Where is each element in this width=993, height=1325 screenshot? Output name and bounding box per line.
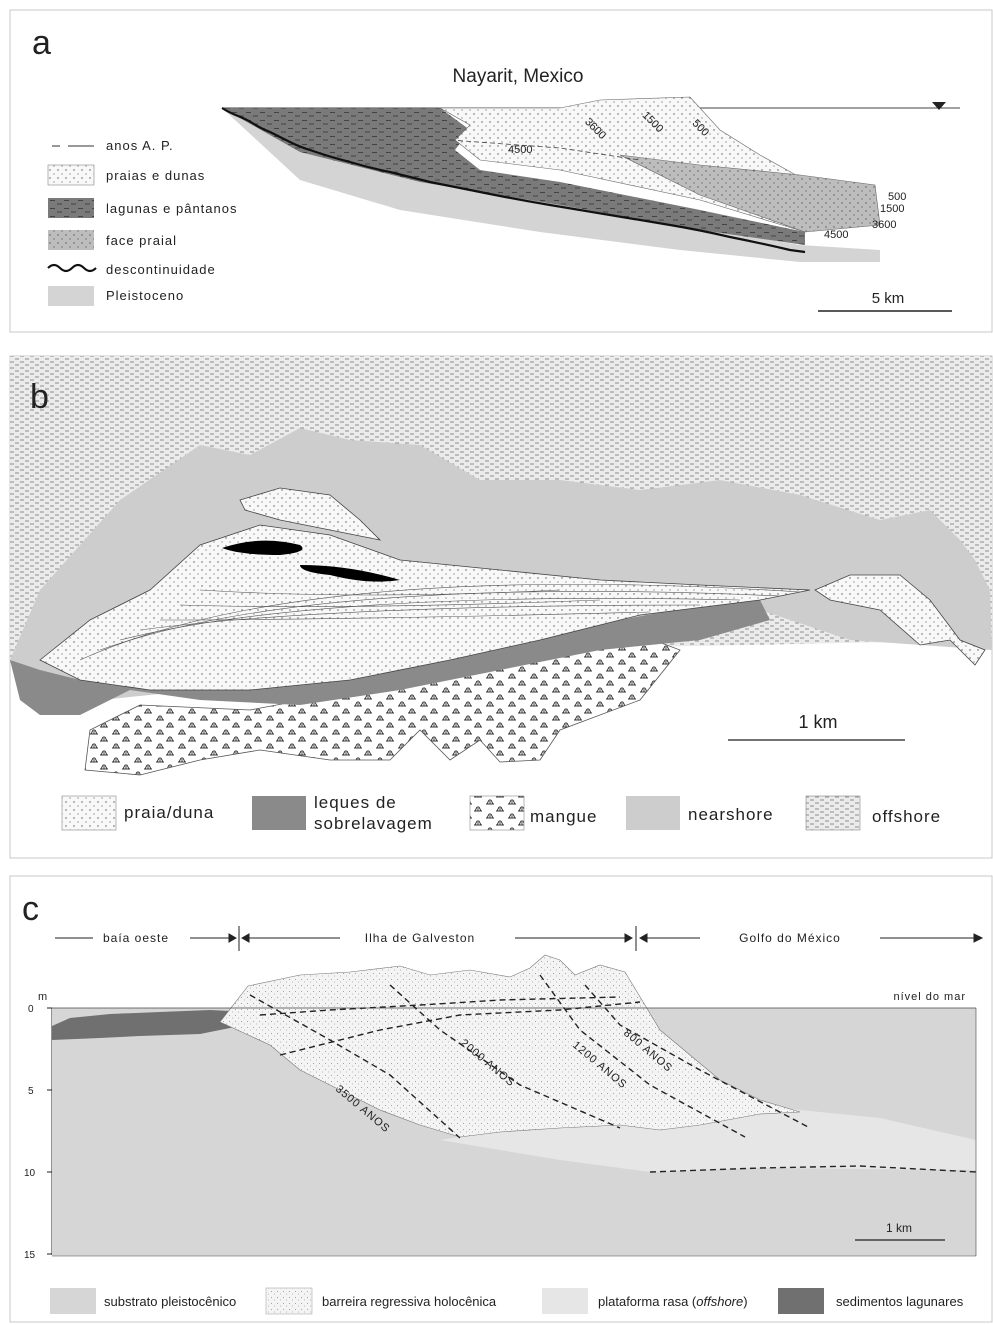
legend-swatch xyxy=(778,1288,824,1314)
y-tick-label: 5 xyxy=(28,1086,34,1097)
legend-label: barreira regressiva holocênica xyxy=(322,1294,497,1309)
panel-c-legend: substrato pleistocênico barreira regress… xyxy=(50,1287,964,1315)
legend-swatch xyxy=(48,198,94,218)
legend-label: praias e dunas xyxy=(106,168,205,183)
isochron-4500 xyxy=(449,139,641,161)
legend-swatch xyxy=(469,795,525,831)
panel-a-frame xyxy=(9,9,993,333)
legend-label: descontinuidade xyxy=(106,262,216,277)
legend-swatch xyxy=(61,795,117,831)
offshore-shelf xyxy=(440,1100,976,1172)
scale-label: 1 km xyxy=(886,1221,912,1235)
y-ticks: 0 5 10 15 xyxy=(24,1004,52,1261)
lagoon-sediments xyxy=(52,1010,262,1040)
legend-label: substrato pleistocênico xyxy=(104,1294,236,1309)
beach-ridge-east xyxy=(814,574,986,666)
section-label: baía oeste xyxy=(103,931,169,945)
legend-label: nearshore xyxy=(688,805,774,824)
sea-level-marker-icon xyxy=(932,102,946,110)
panel-b-legend: praia/duna leques de sobrelavagem mangue… xyxy=(61,793,941,833)
age-label: 1500 xyxy=(880,203,904,215)
spit xyxy=(239,487,382,541)
panel-a-legend: anos A. P. praias e dunas lagunas e pânt… xyxy=(47,138,237,306)
legend-swatch xyxy=(252,796,306,830)
panel-a-title: Nayarit, Mexico xyxy=(453,66,584,87)
legend-swatch xyxy=(265,1287,313,1315)
panel-b-letter: b xyxy=(30,378,49,416)
scale-label: 5 km xyxy=(872,290,905,307)
panel-c-letter: c xyxy=(22,890,39,928)
legend-label: praia/duna xyxy=(124,803,214,822)
panel-a-letter: a xyxy=(32,24,51,62)
panel-b: b 1 km praia/duna l xyxy=(9,355,993,859)
y-axis-unit: m xyxy=(38,991,47,1003)
legend-label: plataforma rasa (offshore) xyxy=(598,1294,748,1309)
legend-swatch xyxy=(48,230,94,250)
legend-swatch xyxy=(48,286,94,306)
shoreface-layer xyxy=(619,154,881,233)
legend-swatch xyxy=(47,164,95,186)
lagoon-layer xyxy=(222,108,805,245)
age-label: 4500 xyxy=(824,229,848,241)
legend-label: sedimentos lagunares xyxy=(836,1294,964,1309)
section-arrows xyxy=(55,926,984,951)
age-label: 500 xyxy=(888,191,906,203)
panel-a: a Nayarit, Mexico 4500 3600 1500 500 500… xyxy=(9,9,993,333)
panel-c: c baía oeste Ilha de Galveston Golfo do … xyxy=(9,875,993,1323)
legend-swatch xyxy=(47,263,97,273)
y-tick-label: 10 xyxy=(24,1168,36,1179)
age-label: 3600 xyxy=(872,219,896,231)
legend-label: offshore xyxy=(872,807,941,826)
isochrons xyxy=(249,974,977,1173)
legend-swatch xyxy=(50,1288,96,1314)
legend-label: anos A. P. xyxy=(106,138,174,153)
legend-label: Pleistoceno xyxy=(106,288,184,303)
legend-swatch xyxy=(805,795,861,831)
washover-fans xyxy=(10,600,770,715)
legend-label: lagunas e pântanos xyxy=(106,201,237,216)
legend-label: leques de xyxy=(314,793,397,812)
legend-swatch xyxy=(626,796,680,830)
y-tick-label: 15 xyxy=(24,1250,36,1261)
sea-level-label: nível do mar xyxy=(893,991,966,1003)
scale-label: 1 km xyxy=(798,712,837,732)
y-tick-label: 0 xyxy=(28,1004,34,1015)
dark-lens xyxy=(222,540,303,555)
pleistocene-layer xyxy=(222,108,880,262)
discontinuity-line xyxy=(221,107,806,254)
legend-label: mangue xyxy=(530,807,597,826)
beach-ridge-lines xyxy=(79,583,801,661)
beach-ridge-plain xyxy=(39,524,811,691)
section-label: Golfo do México xyxy=(739,931,841,945)
legend-label: face praial xyxy=(106,233,177,248)
dark-lens xyxy=(300,565,400,582)
legend-swatch xyxy=(542,1288,588,1314)
section-label: Ilha de Galveston xyxy=(365,931,475,945)
age-label: 4500 xyxy=(508,144,532,156)
holocene-barrier xyxy=(219,954,801,1138)
legend-label: sobrelavagem xyxy=(314,814,433,833)
